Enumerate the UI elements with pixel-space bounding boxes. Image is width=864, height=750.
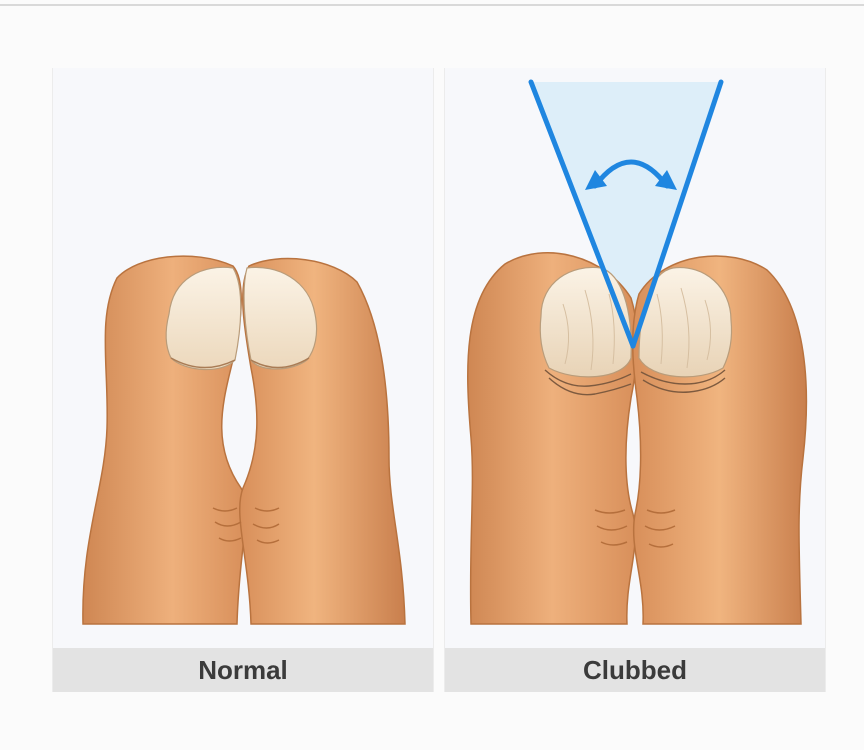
top-divider — [0, 4, 864, 6]
normal-finger-panel: Normal — [52, 68, 434, 692]
normal-fingers-illustration — [53, 68, 433, 650]
clubbed-caption: Clubbed — [445, 648, 825, 692]
normal-caption: Normal — [53, 648, 433, 692]
left-clubbed-nail — [540, 267, 631, 376]
clubbed-fingers-illustration — [445, 68, 825, 650]
clubbed-finger-panel: Clubbed — [444, 68, 826, 692]
